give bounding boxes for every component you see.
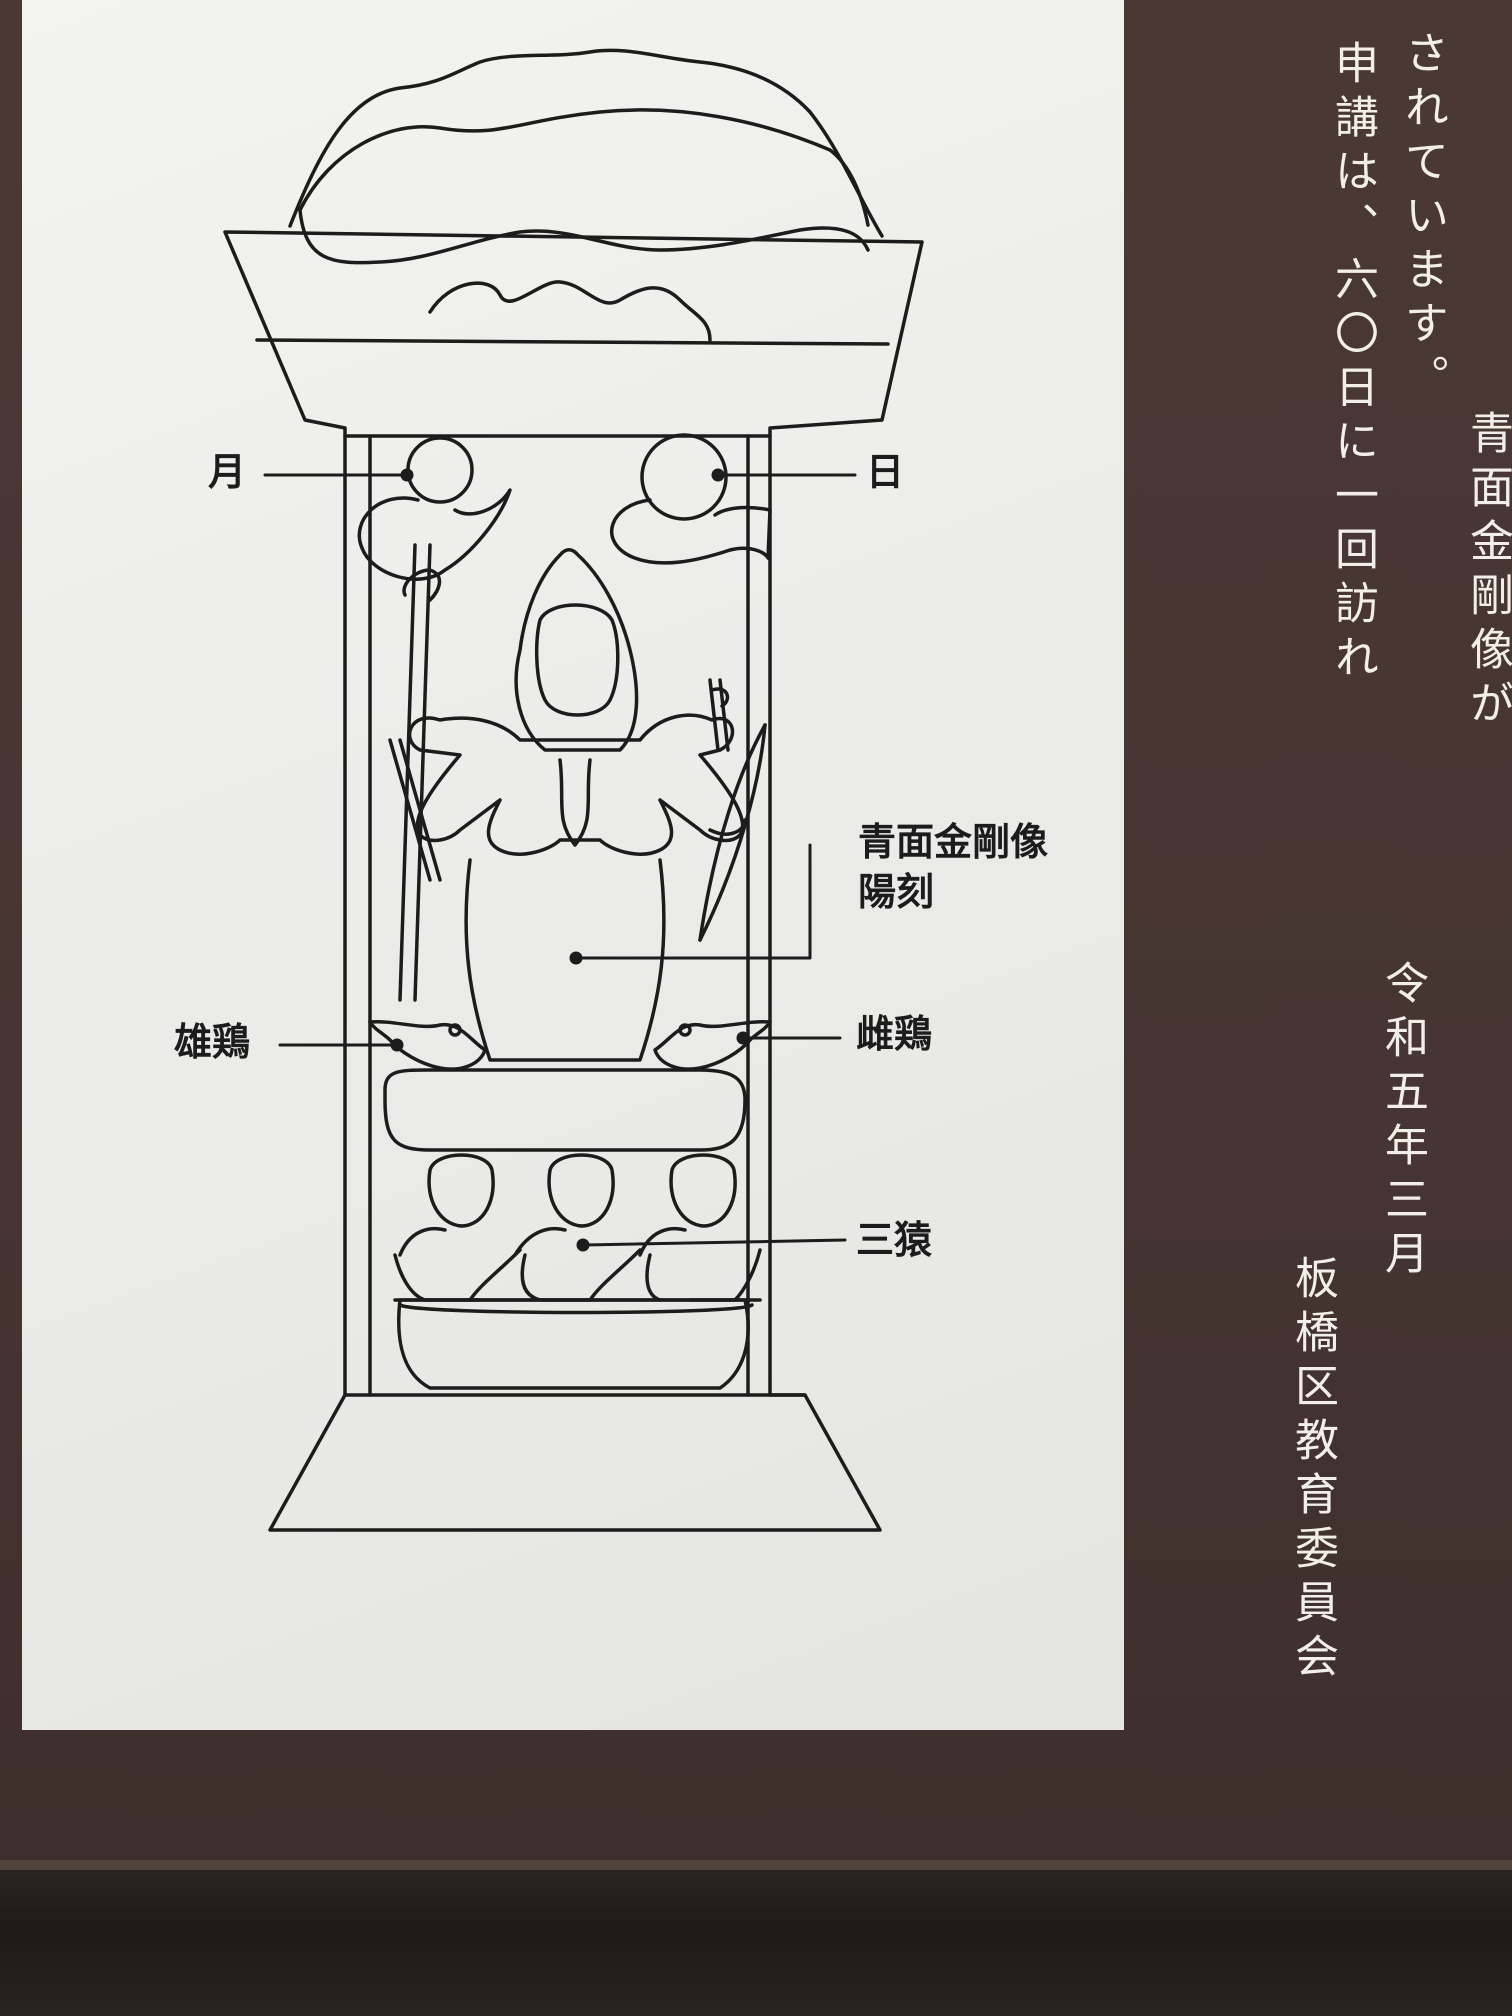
stone-pillar — [268, 434, 882, 1532]
label-rooster: 雄鶏 — [174, 1020, 251, 1064]
label-hen: 雌鶏 — [856, 1012, 933, 1056]
wooden-ledge — [0, 1860, 1512, 2016]
hen-carving — [653, 1019, 772, 1071]
label-deity-sub: 陽刻 — [858, 870, 935, 914]
text-column-1: 青面金剛像が — [1462, 410, 1512, 734]
label-sun: 日 — [866, 450, 905, 494]
illustration-panel — [22, 0, 1124, 1730]
deity-figure — [388, 543, 767, 1062]
sun-carving — [610, 433, 772, 565]
lotus-pedestal — [383, 1068, 747, 1152]
label-moon: 月 — [208, 450, 247, 494]
three-monkeys-carving — [393, 1153, 762, 1390]
text-column-3: 申講は、六〇日に一回訪れ — [1327, 40, 1378, 688]
rooster-carving — [368, 1019, 487, 1071]
issuer-name: 板橋区教育委員会 — [1287, 1255, 1338, 1687]
label-deity: 青面金剛像 — [858, 820, 1049, 864]
stone-roof — [223, 48, 924, 438]
leader-lines — [263, 468, 857, 1252]
moon-carving — [357, 436, 512, 581]
label-monkeys: 三猿 — [856, 1218, 933, 1262]
issue-date: 令和五年三月 — [1377, 960, 1428, 1284]
text-column-2: されています。 — [1397, 30, 1448, 408]
